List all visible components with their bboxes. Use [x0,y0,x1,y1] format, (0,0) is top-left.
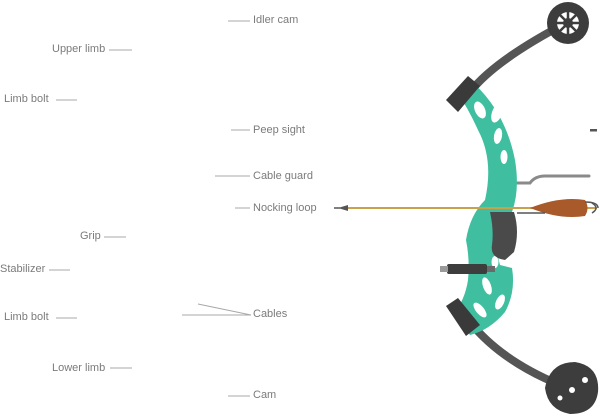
limb-pocket-lower [446,298,480,336]
limb-pocket-upper [446,76,480,112]
lower-limb [466,318,564,389]
leader-line-cables-a [197,303,252,316]
grip [490,212,517,260]
cam [545,362,599,414]
label-cam: Cam [253,389,277,401]
peep-sight-marker [590,129,597,132]
label-nocking-loop: Nocking loop [253,202,317,214]
label-limb-bolt-lower: Limb bolt [4,311,49,323]
arrow-fletching [530,199,588,217]
label-cables: Cables [253,308,288,320]
label-peep-sight: Peep sight [253,124,305,136]
leader-lines [49,20,252,397]
arrow [334,199,599,217]
cable-guard-rod [512,174,591,185]
label-cable-guard: Cable guard [253,170,313,182]
arrow-tip [338,205,348,211]
stabilizer [440,264,495,274]
label-idler-cam: Idler cam [253,14,299,26]
label-limb-bolt-upper: Limb bolt [4,93,49,105]
label-upper-limb: Upper limb [52,43,106,55]
nocking-loop [591,202,597,214]
label-grip: Grip [80,230,101,242]
label-lower-limb: Lower limb [52,362,106,374]
label-stabilizer: Stabilizer [0,263,46,275]
idler-cam [547,2,589,44]
